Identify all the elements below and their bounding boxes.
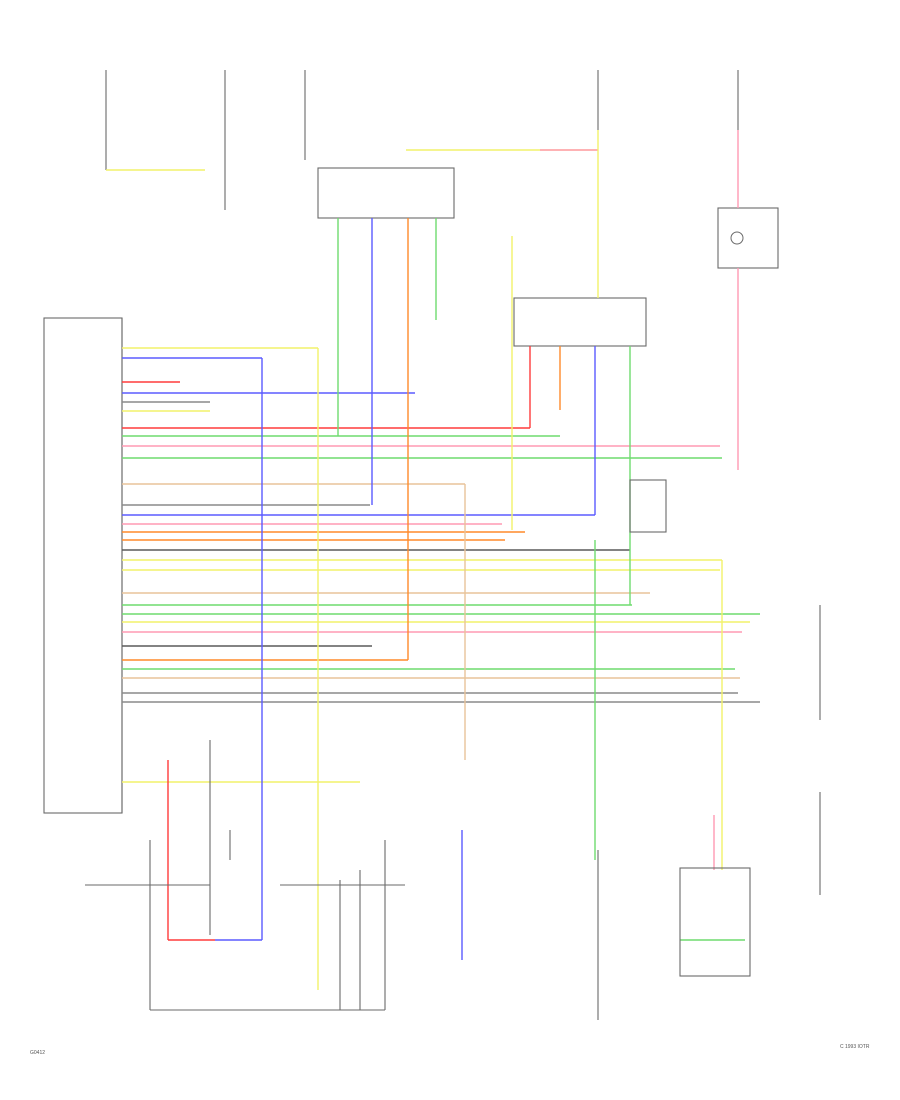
footer-left-code: G0412 [30, 1050, 45, 1056]
control-unit [43, 317, 123, 814]
footer-right-code: C 1993 IOTR [840, 1044, 870, 1050]
top-fuse-sources [105, 70, 739, 210]
top-connector-module [317, 167, 779, 347]
bottom-harness [85, 740, 405, 1011]
right-modules [597, 479, 821, 1020]
harness-wires [122, 347, 760, 783]
vertical-wires [167, 130, 745, 990]
